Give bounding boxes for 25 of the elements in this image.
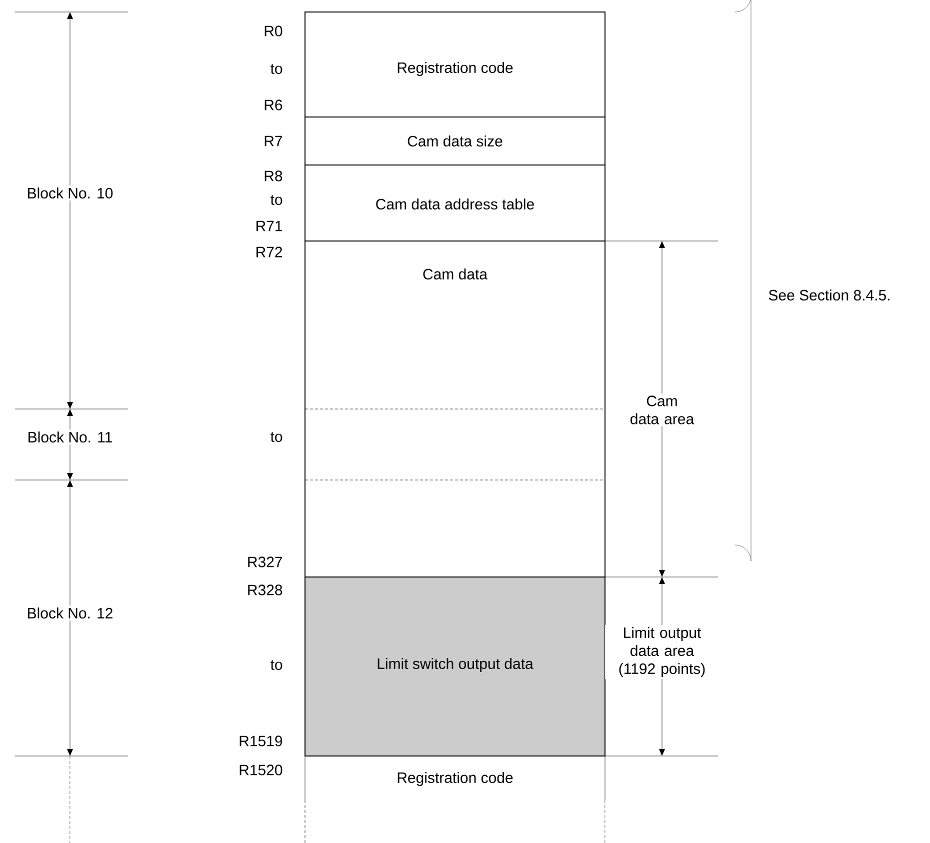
address-label: R1519 (240, 736, 282, 746)
address-label: R1520 (240, 764, 282, 776)
block-label: Block No. 12 (24, 606, 116, 620)
address-label: R71 (256, 220, 282, 232)
range-word: to (270, 432, 282, 442)
memory-block: Cam data address table (304, 164, 606, 242)
area-label: Limit output data area (1192 points) (605, 625, 719, 679)
address-label: R0 (264, 26, 282, 36)
address-label: R328 (248, 584, 282, 596)
range-word: to (270, 660, 282, 670)
memory-block: Limit switch output data (304, 576, 606, 756)
area-label: Cam data area (626, 394, 698, 426)
address-label: R8 (264, 170, 282, 182)
note-text: See Section 8.4.5. (768, 290, 890, 300)
block-label: Block No. 11 (25, 430, 115, 444)
address-label: R7 (264, 136, 282, 146)
address-label: R72 (256, 246, 282, 258)
address-label: R327 (248, 556, 282, 568)
memory-block: Registration code (304, 756, 606, 843)
memory-block: Cam data size (304, 116, 606, 166)
address-label: R6 (264, 100, 282, 110)
range-word: to (270, 64, 282, 74)
memory-block: Registration code (304, 12, 606, 118)
range-word: to (270, 195, 282, 205)
block-label: Block No. 10 (24, 186, 116, 200)
